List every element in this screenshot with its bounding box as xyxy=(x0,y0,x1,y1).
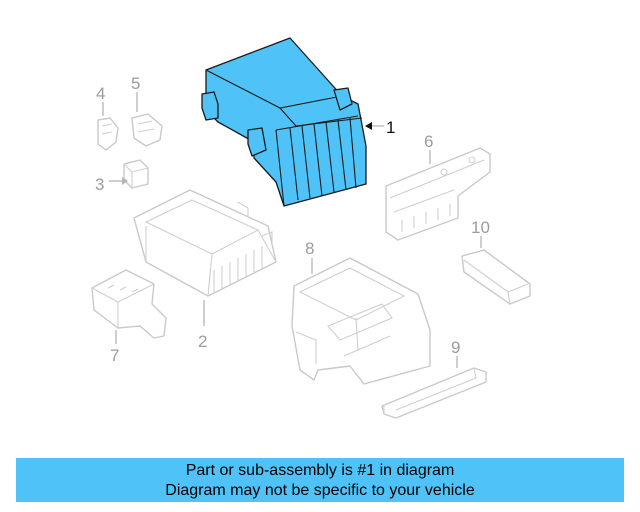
part-8-bracket xyxy=(291,257,431,385)
part-2-fuse-box xyxy=(133,189,277,297)
callout-4[interactable]: 4 xyxy=(96,84,105,103)
part-1-fuse-box-cover[interactable] xyxy=(201,37,367,207)
callout-3[interactable]: 3 xyxy=(95,175,104,194)
part-7-connector xyxy=(91,269,167,339)
part-5-clip xyxy=(131,113,163,147)
footer-line-2: Diagram may not be specific to your vehi… xyxy=(165,482,475,499)
callout-8[interactable]: 8 xyxy=(305,239,314,258)
part-4-clip xyxy=(97,117,119,151)
footer-banner: Part or sub-assembly is #1 in diagram Di… xyxy=(16,458,624,502)
part-10-relay-box xyxy=(461,249,531,305)
callout-7[interactable]: 7 xyxy=(110,346,119,365)
callout-6[interactable]: 6 xyxy=(424,132,433,151)
footer-line-1: Part or sub-assembly is #1 in diagram xyxy=(185,462,455,479)
part-6-fuse-strip xyxy=(385,147,491,241)
callout-2[interactable]: 2 xyxy=(198,332,207,351)
part-3-relay xyxy=(123,159,149,189)
callout-5[interactable]: 5 xyxy=(131,74,140,93)
callout-1[interactable]: 1 xyxy=(386,118,395,137)
part-9-rail xyxy=(381,367,487,419)
callout-10[interactable]: 10 xyxy=(471,218,490,237)
callout-9[interactable]: 9 xyxy=(451,338,460,357)
parts-diagram: 1 2 3 4 5 6 7 8 9 10 xyxy=(91,37,531,419)
